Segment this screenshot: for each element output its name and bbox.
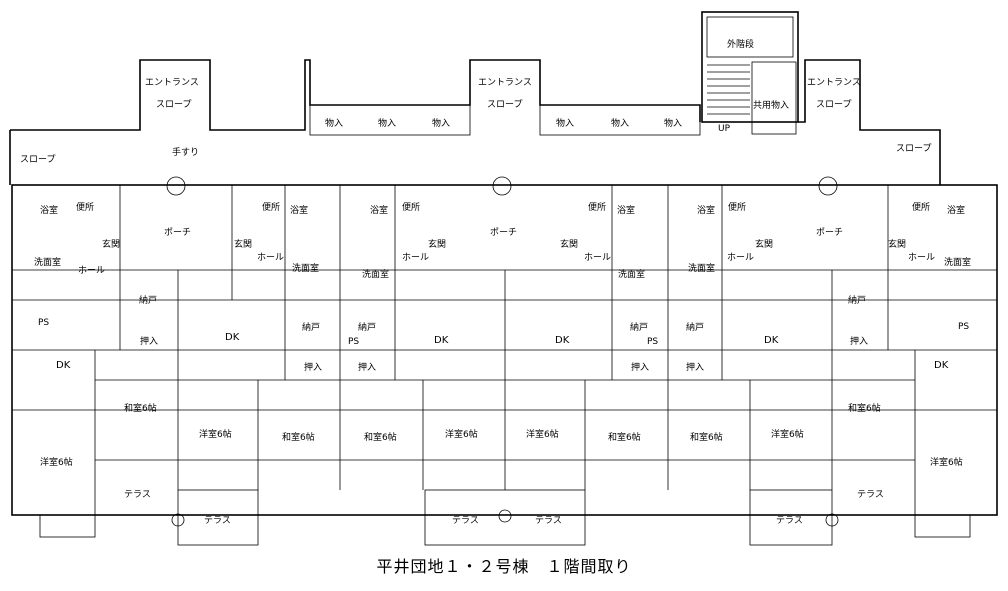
label-ps-3: PS [647, 337, 658, 347]
label-bath-5: 浴室 [697, 204, 715, 216]
label-porch-2: ポーチ [490, 227, 517, 238]
label-ps-4: PS [958, 322, 969, 332]
label-bath-6: 浴室 [947, 204, 965, 216]
label-closet-3: 押入 [358, 361, 376, 373]
label-toilet-3: 便所 [402, 201, 420, 213]
label-toilet-5: 便所 [728, 201, 746, 213]
label-storage-1: 物入 [325, 117, 343, 129]
label-terrace-5: テラス [776, 515, 803, 526]
label-closet-4: 押入 [631, 361, 649, 373]
label-western-6: 洋室6帖 [930, 456, 963, 468]
label-pantry-5: 納戸 [686, 321, 704, 333]
label-ps-2: PS [348, 337, 359, 347]
label-entrance-2: エントランス [478, 77, 532, 88]
label-dk-5: DK [764, 335, 779, 346]
label-hall-1: ホール [78, 265, 105, 276]
label-storage-4: 物入 [556, 117, 574, 129]
label-japanese-5: 和室6帖 [690, 431, 723, 443]
terraces [39, 489, 971, 546]
label-dk-6: DK [934, 360, 949, 371]
label-hall-5: ホール [727, 252, 754, 263]
label-terrace-1: テラス [124, 489, 151, 500]
label-entry-6: 玄関 [888, 238, 906, 250]
label-terrace-2: テラス [204, 515, 231, 526]
label-toilet-6: 便所 [912, 201, 930, 213]
label-western-3: 洋室6帖 [445, 428, 478, 440]
label-western-2: 洋室6帖 [199, 428, 232, 440]
label-up: UP [718, 124, 731, 134]
label-western-1: 洋室6帖 [40, 456, 73, 468]
label-bath-2: 浴室 [290, 204, 308, 216]
label-entrance-3: エントランス [807, 77, 861, 88]
label-japanese-6: 和室6帖 [848, 402, 881, 414]
label-closet-5: 押入 [686, 361, 704, 373]
label-dk-2: DK [225, 332, 240, 343]
label-dk-4: DK [555, 335, 570, 346]
label-slope-right: スロープ [896, 143, 931, 154]
label-japanese-1: 和室6帖 [124, 402, 157, 414]
label-entry-1: 玄関 [102, 238, 120, 250]
label-toilet-2: 便所 [262, 201, 280, 213]
label-storage-3: 物入 [432, 117, 450, 129]
label-washroom-2: 洗面室 [292, 262, 319, 274]
label-storage-5: 物入 [611, 117, 629, 129]
label-hall-6: ホール [908, 252, 935, 263]
label-hall-2: ホール [257, 252, 284, 263]
label-western-4: 洋室6帖 [526, 428, 559, 440]
label-closet-1: 押入 [140, 335, 158, 347]
label-terrace-4: テラス [535, 515, 562, 526]
label-entry-4: 玄関 [560, 238, 578, 250]
label-japanese-4: 和室6帖 [608, 431, 641, 443]
label-pantry-6: 納戸 [848, 294, 866, 306]
label-storage-2: 物入 [378, 117, 396, 129]
label-entry-3: 玄関 [428, 238, 446, 250]
label-shared-storage: 共用物入 [753, 99, 789, 111]
label-entrance-1: エントランス [145, 77, 199, 88]
label-japanese-2: 和室6帖 [282, 431, 315, 443]
label-ps-1: PS [38, 318, 49, 328]
label-dk-3: DK [434, 335, 449, 346]
label-japanese-3: 和室6帖 [364, 431, 397, 443]
label-pantry-3: 納戸 [358, 321, 376, 333]
plan-title: 平井団地１・２号棟 １階間取り [376, 557, 632, 576]
corridor-walls [9, 59, 941, 185]
label-bath-1: 浴室 [40, 204, 58, 216]
label-pantry-1: 納戸 [139, 294, 157, 306]
label-terrace-3: テラス [452, 515, 479, 526]
label-dk-1: DK [56, 360, 71, 371]
label-outside-stairs: 外階段 [727, 38, 754, 50]
units [11, 176, 998, 516]
label-handrail: 手すり [172, 146, 199, 158]
label-slope-left: スロープ [20, 154, 55, 165]
label-pantry-4: 納戸 [630, 321, 648, 333]
label-slope-3: スロープ [816, 99, 851, 110]
label-western-5: 洋室6帖 [771, 428, 804, 440]
label-closet-6: 押入 [850, 335, 868, 347]
label-washroom-6: 洗面室 [944, 256, 971, 268]
label-toilet-1: 便所 [76, 201, 94, 213]
label-washroom-5: 洗面室 [688, 262, 715, 274]
label-storage-6: 物入 [664, 117, 682, 129]
label-slope-2: スロープ [487, 99, 522, 110]
label-terrace-6: テラス [857, 489, 884, 500]
label-pantry-2: 納戸 [302, 321, 320, 333]
label-porch-3: ポーチ [816, 227, 843, 238]
label-bath-3: 浴室 [370, 204, 388, 216]
label-porch-1: ポーチ [164, 227, 191, 238]
label-hall-3: ホール [402, 252, 429, 263]
label-closet-2: 押入 [304, 361, 322, 373]
stair-tower [701, 11, 799, 135]
label-hall-4: ホール [584, 252, 611, 263]
label-toilet-4: 便所 [588, 201, 606, 213]
label-washroom-4: 洗面室 [618, 268, 645, 280]
room-labels: 外階段 エントランス スロープ エントランス スロープ エントランス スロープ … [20, 38, 971, 526]
label-bath-4: 浴室 [617, 204, 635, 216]
label-entry-2: 玄関 [234, 238, 252, 250]
label-slope-1: スロープ [156, 99, 191, 110]
label-entry-5: 玄関 [755, 238, 773, 250]
label-washroom-3: 洗面室 [362, 268, 389, 280]
label-washroom-1: 洗面室 [34, 256, 61, 268]
